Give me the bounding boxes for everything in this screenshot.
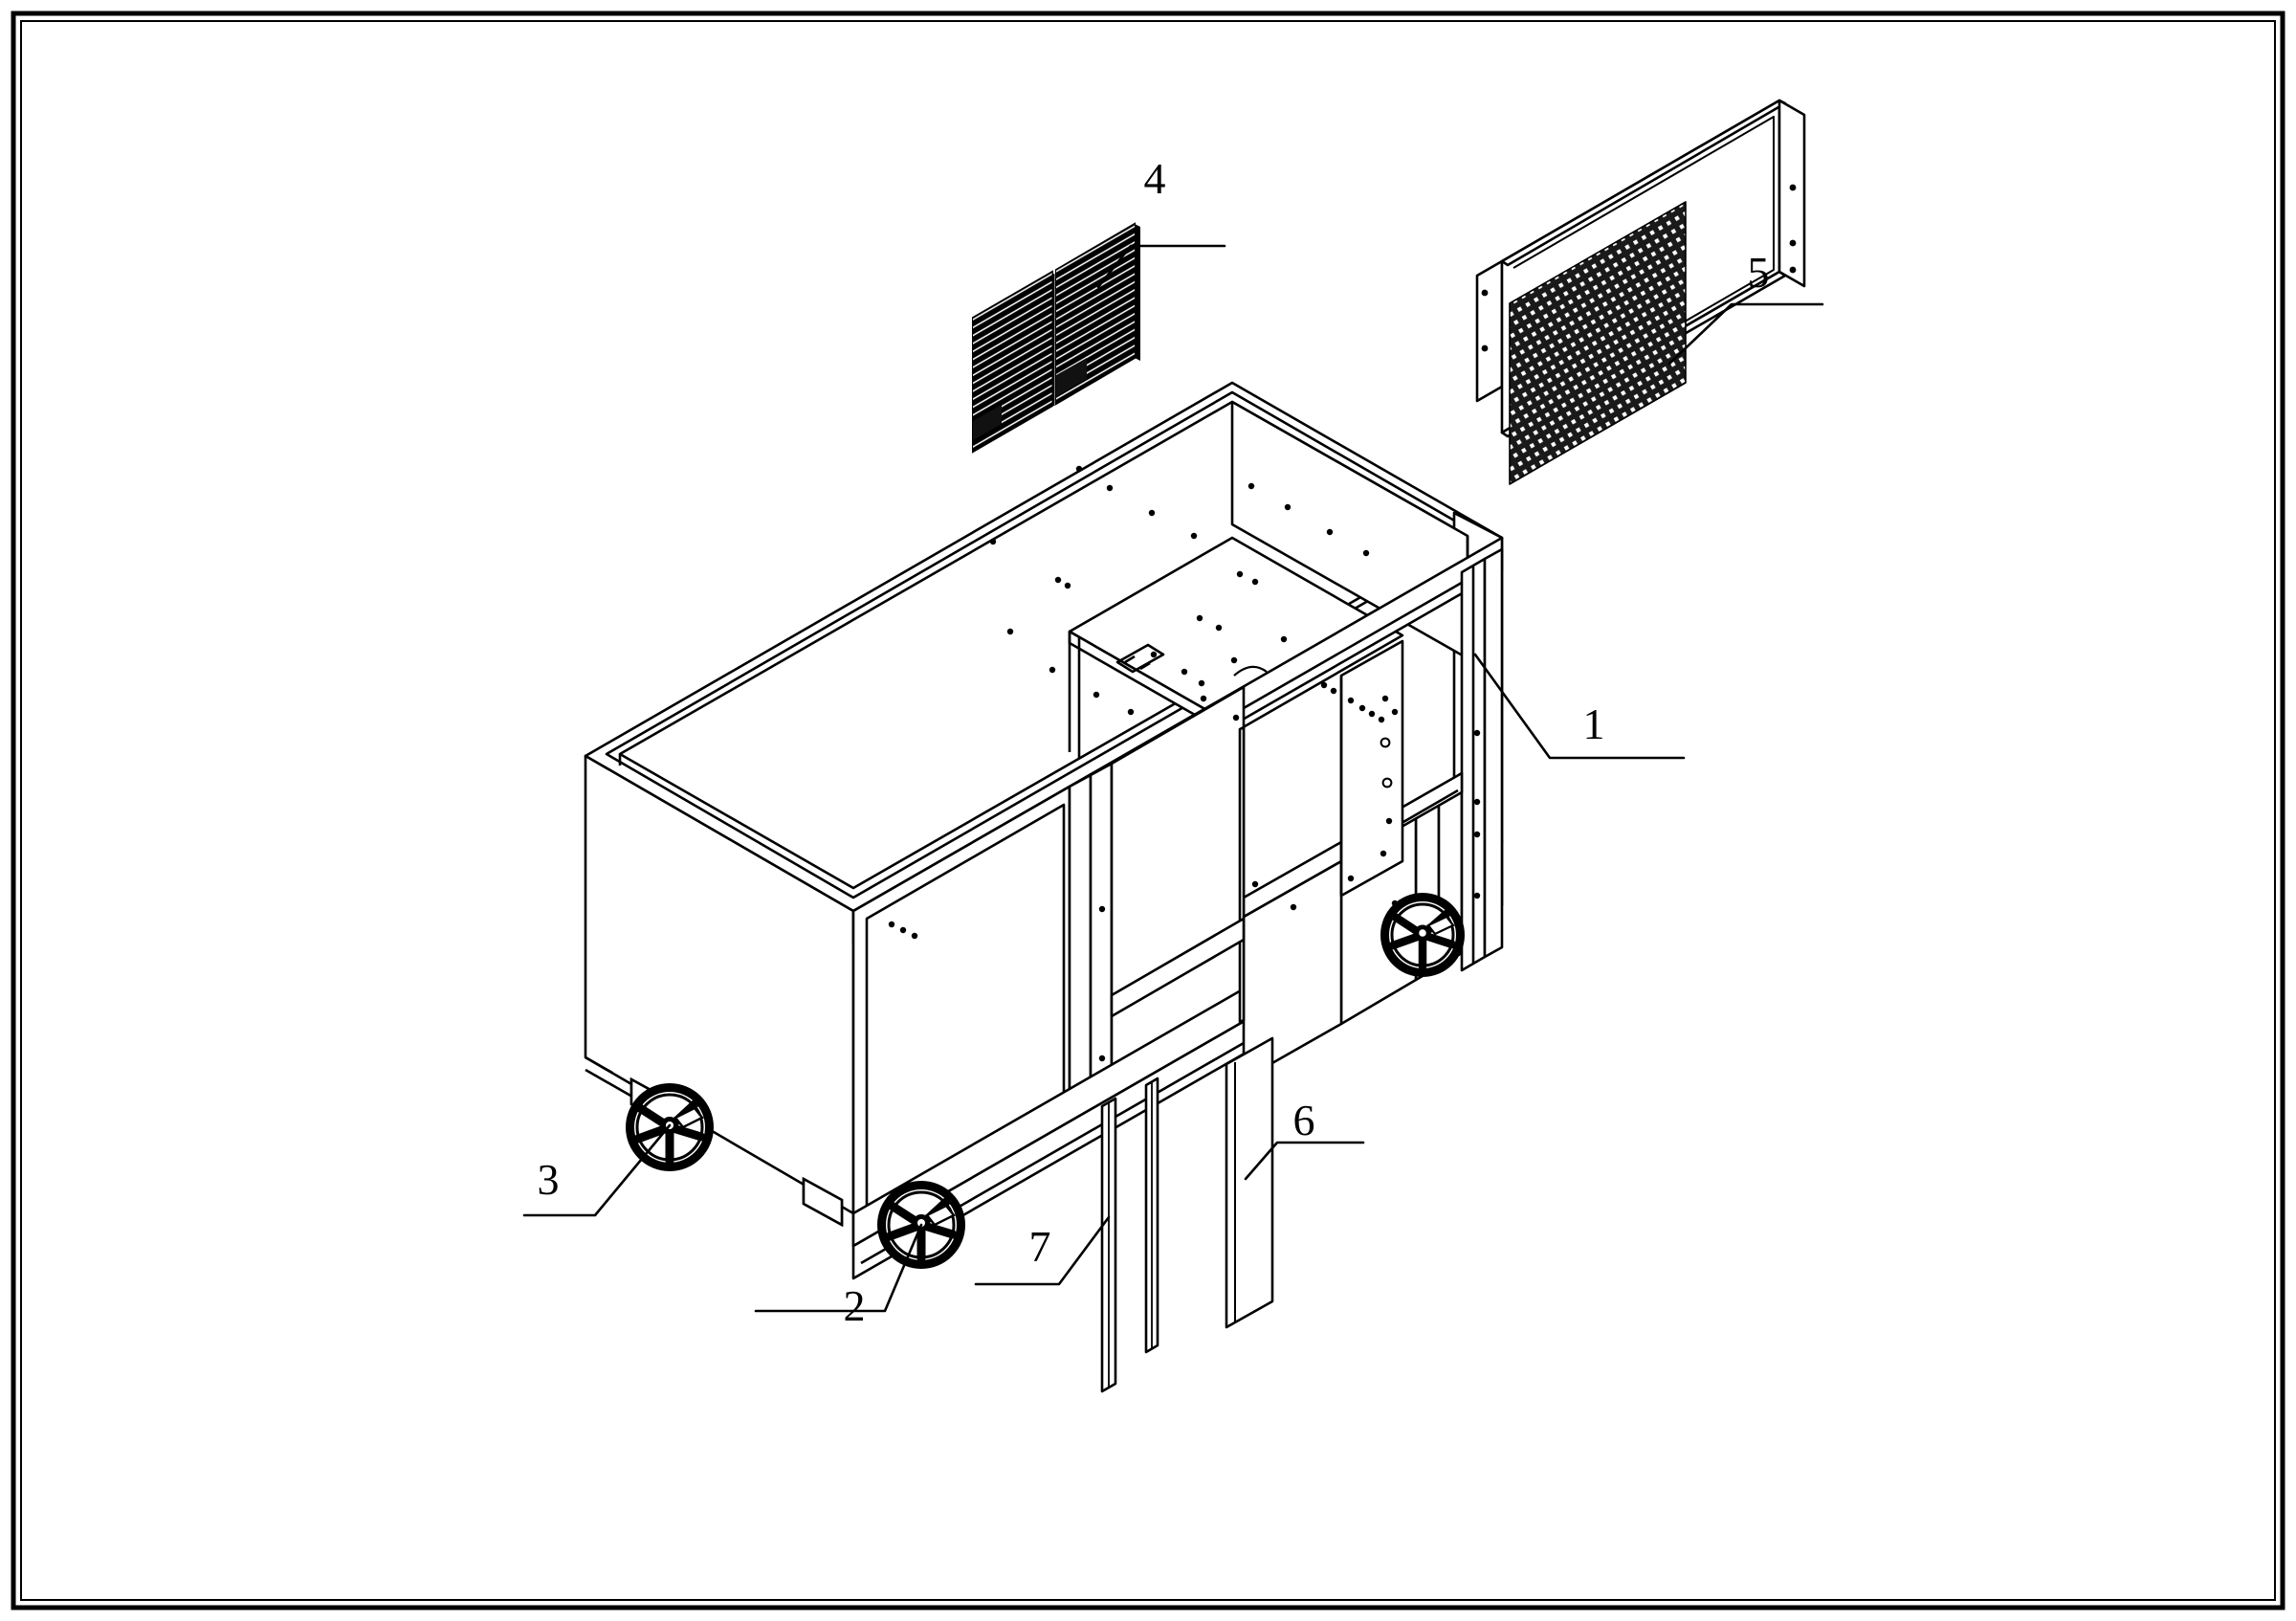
part-wide-trim-panel	[1225, 1036, 1274, 1329]
leader-lines	[522, 244, 1824, 1313]
ref-number-2: 2	[844, 1281, 866, 1330]
leader-7	[974, 1215, 1111, 1286]
part-narrow-trim-strips	[1100, 1077, 1159, 1393]
ref-number-6: 6	[1293, 1096, 1315, 1144]
leader-5	[1667, 302, 1824, 366]
reference-numbers: 1 2 3 4 5 6 7	[538, 154, 1770, 1330]
mounting-holes	[888, 465, 1481, 1062]
ref-number-7: 7	[1029, 1222, 1051, 1271]
sheet-border	[11, 11, 2285, 1610]
part-louvered-vent-panel	[972, 222, 1140, 454]
leader-2	[754, 1223, 923, 1313]
ref-number-4: 4	[1144, 154, 1166, 203]
ref-number-3: 3	[538, 1155, 560, 1204]
leader-6	[1244, 1141, 1365, 1181]
part-perforated-mesh-panel	[1475, 99, 1806, 485]
right-caster-wheel	[1380, 893, 1465, 977]
ref-number-5: 5	[1748, 248, 1770, 297]
part-cabinet-body	[584, 381, 1504, 1280]
part-rear-caster-wheel	[626, 1077, 714, 1171]
leader-1	[1473, 653, 1686, 760]
leader-4	[1096, 244, 1226, 289]
ref-number-1: 1	[1583, 699, 1605, 748]
leader-3	[522, 1123, 672, 1217]
